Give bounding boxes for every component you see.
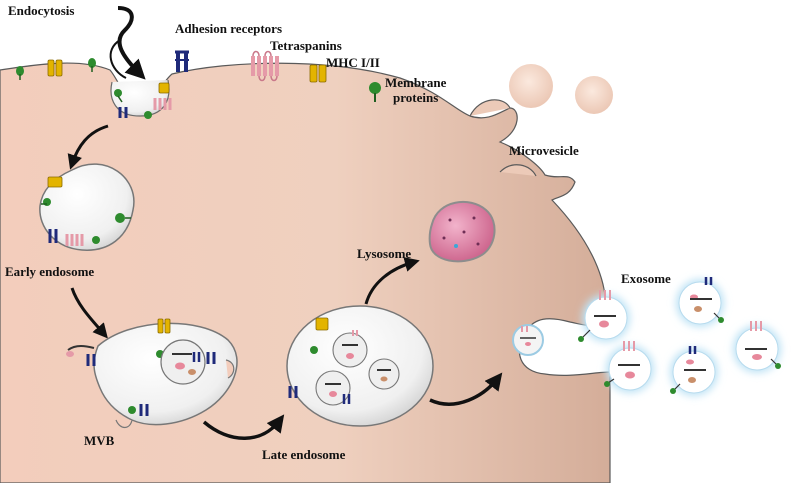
early-endosome [39, 163, 135, 251]
label-membrane-proteins-line1: Membrane [385, 75, 447, 90]
intraluminal-vesicle [160, 339, 206, 385]
intraluminal-vesicle [315, 370, 351, 406]
label-mhc: MHC I/II [326, 55, 380, 70]
curved-arrow-icon [429, 372, 503, 406]
label-early-endosome: Early endosome [5, 264, 94, 279]
membrane-protein-icon [114, 89, 123, 103]
curved-arrow-icon [202, 414, 285, 440]
adhesion-receptor-icon [288, 386, 298, 398]
mhc-icon [315, 317, 329, 331]
membrane-protein-icon [41, 198, 51, 206]
curved-arrow-icon [109, 39, 127, 79]
mhc-icon [157, 318, 171, 334]
exosome-particle [578, 290, 630, 342]
microvesicle-bud-lower [499, 164, 537, 177]
mvb-notch [115, 419, 133, 429]
microvesicle-particle [575, 76, 613, 114]
intraluminal-vesicle [368, 358, 400, 390]
exosome-particle [733, 321, 781, 373]
label-exosome: Exosome [621, 271, 671, 286]
microvesicle-bud [469, 99, 511, 117]
tetraspanin-icon [153, 98, 172, 110]
late-endosome [286, 305, 434, 427]
mhc-icon [47, 176, 63, 188]
exosome-in-pocket [512, 324, 544, 356]
adhesion-receptor-icon [175, 50, 189, 72]
mhc-icon [47, 59, 63, 77]
lysosome [428, 201, 496, 263]
mhc-icon [309, 64, 327, 83]
label-microvesicle: Microvesicle [509, 143, 579, 158]
label-membrane-proteins-line2: proteins [393, 90, 438, 105]
membrane-protein-icon [92, 236, 100, 244]
tetraspanin-icon [65, 234, 84, 246]
membrane-protein-icon [115, 213, 131, 223]
adhesion-receptor-icon [206, 352, 216, 364]
microvesicle-particle [509, 64, 553, 108]
label-late-endosome: Late endosome [262, 447, 346, 462]
label-tetraspanins: Tetraspanins [270, 38, 342, 53]
label-adhesion-receptors: Adhesion receptors [175, 21, 282, 36]
tetraspanin-icon [251, 50, 279, 82]
exosome-particle [604, 341, 654, 393]
curved-arrow-icon [70, 287, 108, 339]
label-endocytosis: Endocytosis [8, 3, 74, 18]
membrane-protein-icon [16, 66, 24, 80]
membrane-protein-icon [369, 82, 381, 102]
membrane-protein-icon [144, 111, 152, 119]
adhesion-receptor-icon [48, 229, 58, 243]
curved-arrow-icon [364, 257, 420, 305]
membrane-protein-icon [128, 406, 136, 414]
label-mvb: MVB [84, 433, 115, 448]
cargo-cluster [66, 345, 96, 366]
exosome-particle [676, 277, 724, 327]
mhc-icon [158, 82, 170, 94]
adhesion-receptor-icon [139, 404, 149, 416]
label-lysosome: Lysosome [357, 246, 411, 261]
curved-arrow-icon [117, 6, 146, 80]
membrane-protein-icon [88, 58, 96, 72]
exosome-particle [670, 346, 718, 396]
curved-arrow-icon [67, 124, 109, 170]
mvb-notch [225, 359, 235, 379]
membrane-protein-icon [310, 346, 318, 354]
intraluminal-vesicle [332, 330, 368, 368]
adhesion-receptor-icon [118, 107, 128, 118]
